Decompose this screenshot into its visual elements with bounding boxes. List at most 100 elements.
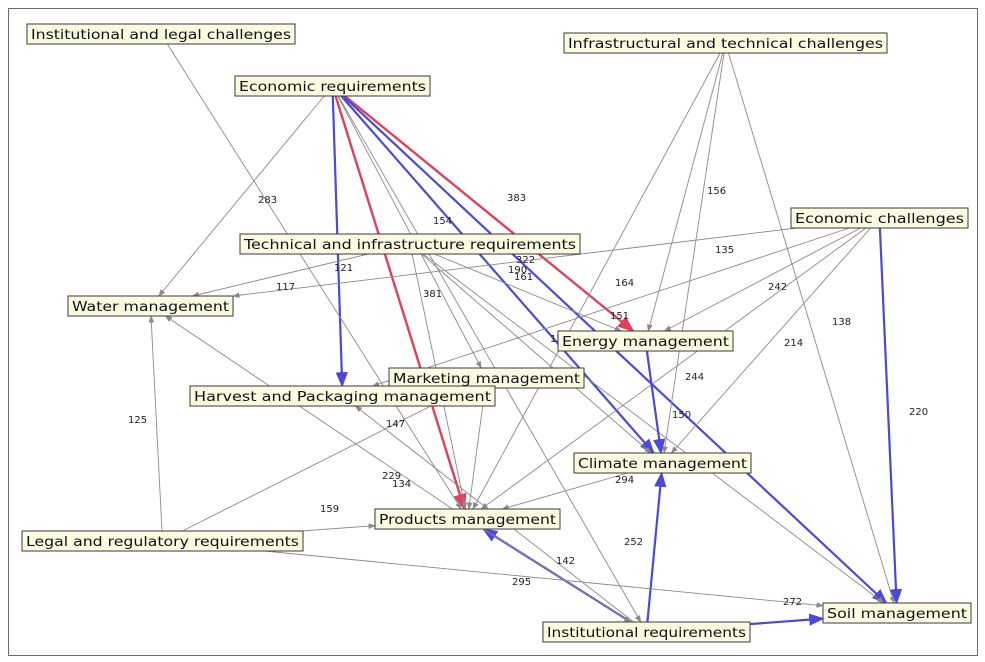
edge-label-products-management-to-water-management: 229 bbox=[382, 471, 401, 482]
nodes-layer: Institutional and legal challengesInfras… bbox=[21, 23, 972, 643]
edge-economic-requirements-to-products-management bbox=[334, 95, 467, 511]
node-infrastructural-technical-challenges[interactable]: Infrastructural and technical challenges bbox=[563, 32, 888, 54]
edge-label-institutional-requirements-to-climate-management: 252 bbox=[624, 537, 643, 548]
node-label-energy-management: Energy management bbox=[562, 335, 729, 350]
edge-label-economic-challenges-to-energy-management: 242 bbox=[768, 282, 787, 293]
edge-label-climate-management-to-products-management: 294 bbox=[615, 475, 634, 486]
node-institutional-requirements[interactable]: Institutional requirements bbox=[542, 621, 751, 643]
edge-products-management-to-water-management bbox=[164, 315, 453, 510]
edge-label-legal-regulatory-requirements-to-soil-management: 272 bbox=[783, 597, 802, 608]
edge-label-marketing-management-to-products-management: 134 bbox=[392, 479, 411, 490]
node-institutional-legal-challenges[interactable]: Institutional and legal challenges bbox=[26, 23, 296, 45]
edge-label-economic-requirements-to-water-management: 283 bbox=[258, 195, 277, 206]
node-label-economic-challenges: Economic challenges bbox=[795, 212, 964, 227]
node-box-technical-infrastructure-requirements bbox=[239, 233, 581, 255]
edge-economic-challenges-to-harvest-packaging-management bbox=[372, 227, 850, 387]
node-box-harvest-packaging-management bbox=[189, 385, 496, 407]
edge-legal-regulatory-requirements-to-soil-management bbox=[264, 550, 824, 608]
node-box-infrastructural-technical-challenges bbox=[563, 32, 888, 54]
node-products-management[interactable]: Products management bbox=[374, 508, 561, 530]
node-box-soil-management bbox=[822, 602, 972, 624]
edge-institutional-requirements-to-soil-management bbox=[749, 613, 825, 626]
edge-economic-requirements-to-climate-management bbox=[340, 95, 655, 455]
node-marketing-management[interactable]: Marketing management bbox=[388, 367, 585, 389]
edge-energy-management-to-climate-management bbox=[645, 350, 666, 455]
edge-label-economic-requirements-to-products-management: 381 bbox=[423, 289, 442, 300]
edge-institutional-legal-challenges-to-products-management bbox=[166, 43, 462, 510]
edge-institutional-requirements-to-climate-management bbox=[646, 471, 667, 623]
node-soil-management[interactable]: Soil management bbox=[822, 602, 972, 624]
edge-infrastructural-technical-challenges-to-products-management bbox=[472, 52, 721, 510]
edge-label-economic-requirements-to-energy-management: 383 bbox=[507, 193, 526, 204]
edge-technical-infrastructure-requirements-to-soil-management bbox=[422, 253, 885, 604]
edges-layer bbox=[148, 43, 903, 626]
edge-technical-infrastructure-requirements-to-water-management bbox=[191, 253, 369, 298]
edge-label-economic-challenges-to-climate-management: 214 bbox=[784, 338, 803, 349]
edge-label-economic-challenges-to-water-management: 135 bbox=[715, 245, 734, 256]
edge-economic-requirements-to-energy-management bbox=[344, 95, 635, 333]
edge-label-institutional-requirements-to-products-management: 295 bbox=[512, 577, 531, 588]
edge-economic-challenges-to-soil-management bbox=[878, 227, 903, 605]
node-box-energy-management bbox=[557, 330, 734, 352]
node-label-infrastructural-technical-challenges: Infrastructural and technical challenges bbox=[568, 37, 883, 52]
node-label-legal-regulatory-requirements: Legal and regulatory requirements bbox=[26, 535, 299, 550]
edge-economic-challenges-to-products-management bbox=[480, 227, 867, 510]
node-energy-management[interactable]: Energy management bbox=[557, 330, 734, 352]
node-technical-infrastructure-requirements[interactable]: Technical and infrastructure requirement… bbox=[239, 233, 581, 255]
edge-labels-layer: 3813831611902831211543221641562441381352… bbox=[128, 186, 928, 608]
node-box-water-management bbox=[67, 295, 234, 317]
edge-label-institutional-requirements-to-harvest-packaging-management: 147 bbox=[386, 419, 405, 430]
edge-label-economic-requirements-to-climate-management: 161 bbox=[514, 272, 533, 283]
node-box-climate-management bbox=[573, 452, 752, 474]
node-box-economic-requirements bbox=[234, 75, 431, 97]
edge-label-technical-infrastructure-requirements-to-energy-management: 151 bbox=[610, 311, 629, 322]
edge-label-infrastructural-technical-challenges-to-energy-management: 156 bbox=[707, 186, 726, 197]
edge-climate-management-to-products-management bbox=[501, 472, 628, 510]
edge-products-management-to-institutional-requirements bbox=[483, 528, 632, 623]
edge-technical-infrastructure-requirements-to-energy-management bbox=[434, 253, 622, 332]
node-label-marketing-management: Marketing management bbox=[393, 372, 580, 387]
edge-legal-regulatory-requirements-to-products-management bbox=[301, 523, 376, 532]
edge-label-infrastructural-technical-challenges-to-soil-management: 138 bbox=[832, 317, 851, 328]
node-box-economic-challenges bbox=[790, 207, 969, 229]
edge-technical-infrastructure-requirements-to-climate-management bbox=[421, 253, 652, 454]
node-label-economic-requirements: Economic requirements bbox=[239, 80, 426, 95]
edge-economic-requirements-to-institutional-requirements bbox=[337, 95, 642, 623]
node-harvest-packaging-management[interactable]: Harvest and Packaging management bbox=[189, 385, 496, 407]
edge-label-economic-requirements-to-soil-management: 190 bbox=[508, 265, 527, 276]
edge-infrastructural-technical-challenges-to-climate-management bbox=[662, 52, 725, 454]
node-economic-challenges[interactable]: Economic challenges bbox=[790, 207, 969, 229]
edge-label-economic-requirements-to-institutional-requirements: 322 bbox=[516, 255, 535, 266]
edge-label-economic-requirements-to-harvest-packaging-management: 121 bbox=[334, 263, 353, 274]
node-climate-management[interactable]: Climate management bbox=[573, 452, 752, 474]
node-label-products-management: Products management bbox=[379, 513, 556, 528]
edge-infrastructural-technical-challenges-to-energy-management bbox=[647, 52, 724, 332]
edge-economic-challenges-to-water-management bbox=[232, 227, 797, 299]
edge-label-economic-challenges-to-soil-management: 220 bbox=[909, 407, 928, 418]
edge-label-infrastructural-technical-challenges-to-products-management: 164 bbox=[615, 278, 634, 289]
edge-economic-challenges-to-climate-management bbox=[670, 227, 871, 454]
diagram-frame bbox=[8, 8, 978, 656]
node-legal-regulatory-requirements[interactable]: Legal and regulatory requirements bbox=[21, 530, 304, 552]
edge-label-legal-regulatory-requirements-to-products-management: 159 bbox=[320, 504, 339, 515]
node-box-institutional-legal-challenges bbox=[26, 23, 296, 45]
edge-label-legal-regulatory-requirements-to-water-management: 125 bbox=[128, 415, 147, 426]
edge-label-technical-infrastructure-requirements-to-climate-management: 12 bbox=[550, 334, 563, 345]
edge-economic-requirements-to-marketing-management bbox=[337, 95, 482, 369]
edge-legal-regulatory-requirements-to-water-management bbox=[148, 315, 163, 532]
node-box-legal-regulatory-requirements bbox=[21, 530, 304, 552]
edge-marketing-management-to-products-management bbox=[466, 387, 486, 510]
edge-label-products-management-to-institutional-requirements: 142 bbox=[556, 556, 575, 567]
node-economic-requirements[interactable]: Economic requirements bbox=[234, 75, 431, 97]
edge-economic-requirements-to-water-management bbox=[158, 95, 325, 297]
node-box-products-management bbox=[374, 508, 561, 530]
node-label-institutional-requirements: Institutional requirements bbox=[547, 626, 746, 641]
edge-legal-regulatory-requirements-to-marketing-management bbox=[182, 387, 468, 532]
node-water-management[interactable]: Water management bbox=[67, 295, 234, 317]
node-box-institutional-requirements bbox=[542, 621, 751, 643]
node-label-climate-management: Climate management bbox=[578, 457, 747, 472]
edge-label-infrastructural-technical-challenges-to-climate-management: 244 bbox=[685, 372, 704, 383]
edge-label-energy-management-to-climate-management: 150 bbox=[672, 410, 691, 421]
